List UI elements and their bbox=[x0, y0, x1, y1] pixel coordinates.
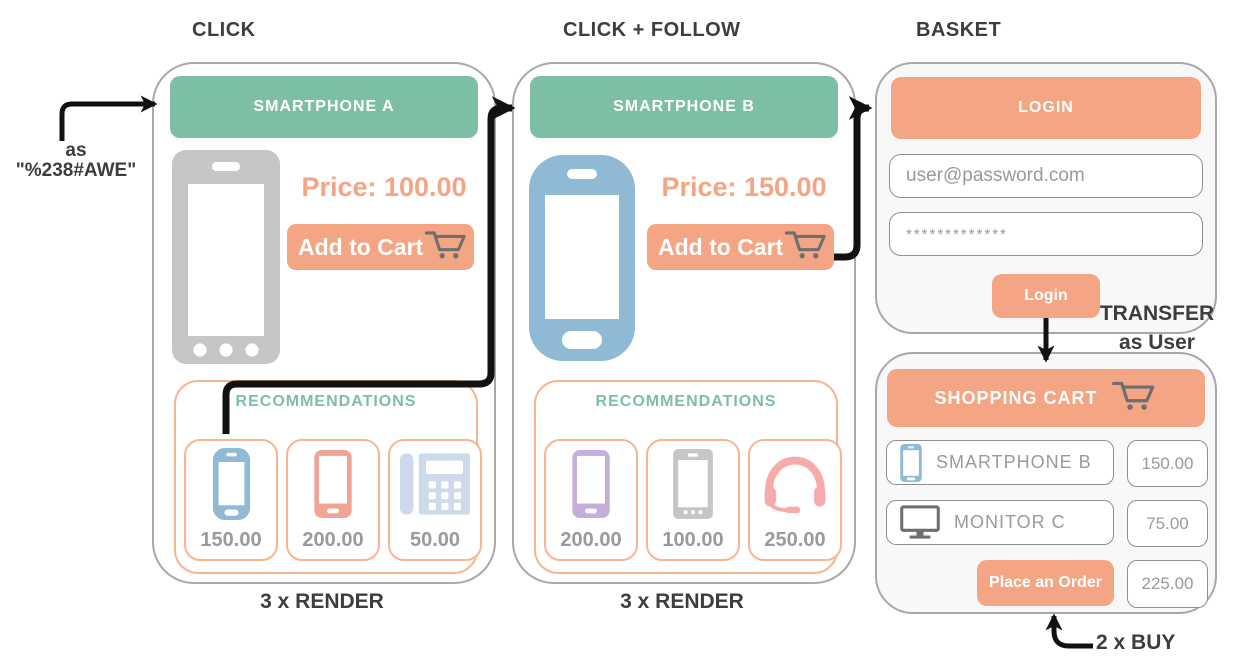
smartphone-b-header-label: SMARTPHONE B bbox=[613, 98, 755, 115]
smartphone-flat-icon bbox=[546, 447, 636, 521]
entry-label-line2: "%238#AWE" bbox=[15, 160, 137, 181]
cart-row-monitor-c: MONITOR C bbox=[886, 500, 1114, 545]
cart-row-label: SMARTPHONE B bbox=[936, 452, 1092, 472]
smartphone-rounded-icon bbox=[186, 447, 276, 521]
recommendation-item[interactable]: 150.00 bbox=[184, 439, 278, 561]
recommendations-box: RECOMMENDATIONS 200.00 bbox=[534, 380, 842, 574]
smartphone-a-header: SMARTPHONE A bbox=[170, 76, 478, 138]
shopping-cart-card: SHOPPING CART SMARTPHONE B 150.00 MONIT bbox=[875, 352, 1217, 614]
shopping-cart-header-label: SHOPPING CART bbox=[934, 387, 1098, 408]
login-button[interactable]: Login bbox=[992, 274, 1100, 318]
monitor-icon bbox=[900, 505, 940, 539]
recommendation-item[interactable]: 250.00 bbox=[748, 439, 842, 561]
recommendations-box: RECOMMENDATIONS 150.00 bbox=[174, 380, 482, 574]
smartphone-b-header: SMARTPHONE B bbox=[530, 76, 838, 138]
column-title-click: CLICK bbox=[192, 19, 256, 41]
cart-icon bbox=[1111, 381, 1154, 410]
cart-row-label: MONITOR C bbox=[954, 512, 1066, 532]
recommendation-price: 100.00 bbox=[662, 529, 724, 551]
recommendation-price: 50.00 bbox=[409, 529, 461, 551]
smartphone-icon bbox=[900, 443, 922, 482]
recommendation-price: 200.00 bbox=[302, 529, 364, 551]
smartphone-bar-icon bbox=[648, 447, 738, 521]
price-label: Price: 100.00 bbox=[301, 172, 467, 202]
cart-total-box: 225.00 bbox=[1127, 560, 1208, 608]
entry-user-agent-label: as "%238#AWE" bbox=[0, 141, 152, 181]
smartphone-rounded-icon bbox=[529, 155, 635, 361]
email-field[interactable] bbox=[889, 154, 1203, 198]
recommendations-title: RECOMMENDATIONS bbox=[595, 393, 777, 410]
arrow-entry-to-click bbox=[59, 95, 158, 141]
recommendation-item[interactable]: 100.00 bbox=[646, 439, 740, 561]
transfer-label-line1: TRANSFER bbox=[1099, 302, 1215, 325]
add-to-cart-button[interactable]: Add to Cart bbox=[287, 224, 474, 270]
cart-icon bbox=[785, 231, 826, 259]
transfer-label-line2: as User bbox=[1119, 331, 1195, 354]
panel-click-smartphone-a: SMARTPHONE A Price: 100.00 Add to Cart R… bbox=[152, 62, 496, 584]
price-label: Price: 150.00 bbox=[661, 172, 827, 202]
smartphone-flat-icon bbox=[288, 447, 378, 521]
recommendation-price: 250.00 bbox=[764, 529, 826, 551]
recommendation-price: 150.00 bbox=[200, 529, 262, 551]
entry-label-line1: as bbox=[65, 140, 87, 161]
recommendations-title: RECOMMENDATIONS bbox=[235, 393, 417, 410]
desk-phone-icon bbox=[390, 447, 480, 521]
login-header-label: LOGIN bbox=[1018, 99, 1074, 116]
cart-row-price: 75.00 bbox=[1127, 500, 1208, 547]
cart-row-smartphone-b: SMARTPHONE B bbox=[886, 440, 1114, 485]
recommendation-item[interactable]: 50.00 bbox=[388, 439, 482, 561]
render-caption-click: 3 x RENDER bbox=[260, 590, 384, 613]
shopping-cart-header: SHOPPING CART bbox=[887, 369, 1205, 427]
smartphone-bar-icon bbox=[172, 150, 280, 364]
recommendation-item[interactable]: 200.00 bbox=[544, 439, 638, 561]
login-header: LOGIN bbox=[891, 77, 1201, 139]
password-field[interactable] bbox=[889, 212, 1203, 256]
column-title-click-follow: CLICK + FOLLOW bbox=[563, 19, 741, 41]
arrow-buy-to-order bbox=[1045, 613, 1093, 649]
recommendation-price: 200.00 bbox=[560, 529, 622, 551]
render-caption-follow: 3 x RENDER bbox=[620, 590, 744, 613]
cart-row-price: 150.00 bbox=[1127, 440, 1208, 487]
headset-icon bbox=[750, 447, 840, 521]
place-order-button[interactable]: Place an Order bbox=[977, 560, 1114, 606]
panel-click-follow-smartphone-b: SMARTPHONE B Price: 150.00 Add to Cart R… bbox=[512, 62, 856, 584]
login-card: LOGIN Login bbox=[875, 62, 1217, 334]
buy-label: 2 x BUY bbox=[1096, 631, 1176, 654]
add-to-cart-label: Add to Cart bbox=[658, 233, 784, 260]
transfer-label: TRANSFER as User bbox=[1093, 299, 1221, 357]
recommendation-item[interactable]: 200.00 bbox=[286, 439, 380, 561]
add-to-cart-button[interactable]: Add to Cart bbox=[647, 224, 834, 270]
add-to-cart-label: Add to Cart bbox=[298, 233, 424, 260]
column-title-basket: BASKET bbox=[916, 19, 1002, 41]
smartphone-a-header-label: SMARTPHONE A bbox=[253, 98, 395, 115]
cart-icon bbox=[425, 231, 466, 259]
